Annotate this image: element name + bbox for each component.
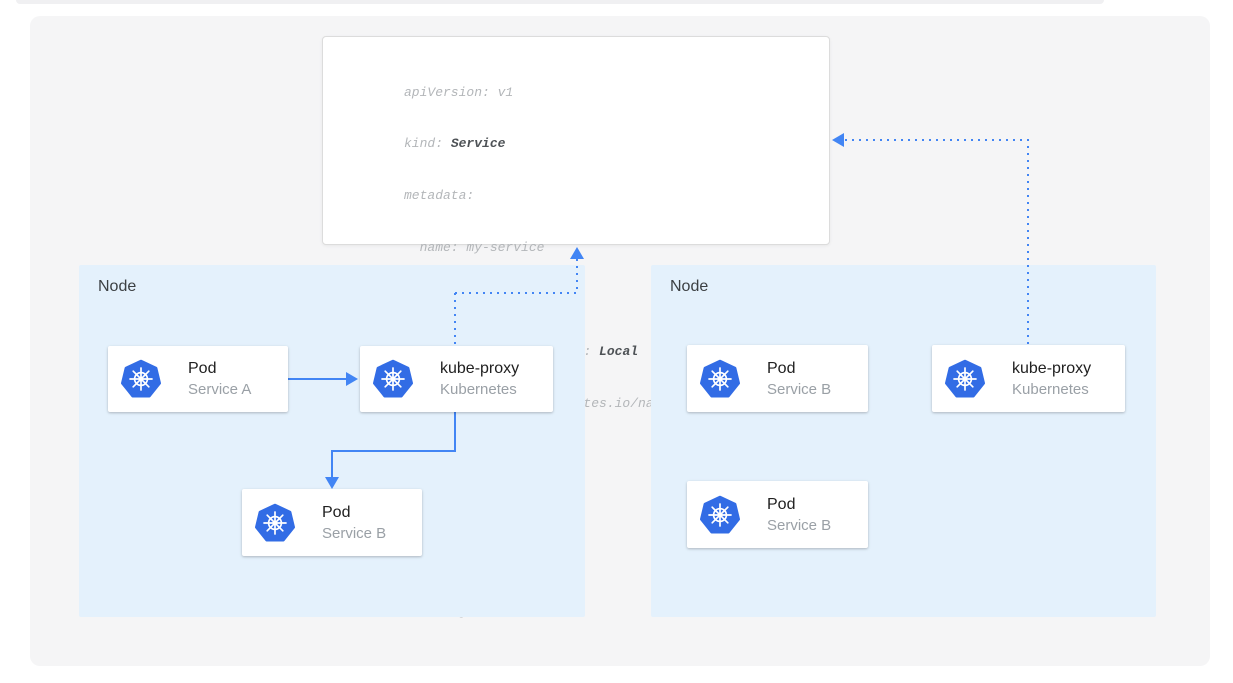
kubernetes-icon — [121, 359, 161, 398]
kubernetes-icon — [945, 359, 985, 397]
node-box-left: Node — [79, 265, 585, 617]
arrow-kubeproxy-to-pod-b-seg3 — [331, 450, 333, 478]
kubernetes-icon — [255, 503, 295, 541]
card-pod-service-b-right-bottom: Pod Service B — [687, 481, 868, 548]
dotted-right-kubeproxy-to-yaml-seg2 — [845, 139, 1029, 141]
card-subtitle: Service B — [767, 380, 832, 398]
card-subtitle: Kubernetes — [440, 381, 517, 398]
card-title: Pod — [767, 495, 796, 513]
card-title: Pod — [188, 360, 217, 377]
card-title: kube-proxy — [1012, 359, 1092, 377]
node-box-right: Node — [651, 265, 1156, 617]
card-kube-proxy-right: kube-proxy Kubernetes — [932, 345, 1125, 412]
dotted-right-kubeproxy-to-yaml-seg1 — [1027, 139, 1029, 345]
arrow-kubeproxy-to-pod-b-head — [325, 477, 339, 489]
arrow-kubeproxy-to-pod-b-seg2 — [331, 450, 456, 452]
kubernetes-icon — [700, 359, 740, 397]
card-kube-proxy-left: kube-proxy Kubernetes — [360, 346, 553, 412]
dotted-left-kubeproxy-to-yaml-seg3 — [576, 259, 578, 293]
card-pod-service-b-left: Pod Service B — [242, 489, 422, 556]
card-subtitle: Service A — [188, 381, 252, 398]
kubernetes-icon — [373, 359, 413, 398]
dotted-left-kubeproxy-to-yaml-seg1 — [454, 293, 456, 345]
arrow-pod-a-to-kubeproxy-head — [346, 372, 358, 386]
top-edge-bar — [16, 0, 1104, 4]
dotted-right-kubeproxy-to-yaml-head — [832, 133, 844, 147]
yaml-line: apiVersion: v1 — [404, 84, 514, 100]
yaml-line: kind: Service — [404, 136, 506, 152]
dotted-left-kubeproxy-to-yaml-seg2 — [455, 292, 578, 294]
card-pod-service-a: Pod Service A — [108, 346, 288, 412]
node-label: Node — [98, 278, 137, 295]
arrow-pod-a-to-kubeproxy-line — [288, 378, 346, 380]
arrow-kubeproxy-to-pod-b-seg1 — [454, 412, 456, 452]
card-title: Pod — [322, 503, 351, 521]
card-subtitle: Service B — [322, 524, 387, 542]
card-title: kube-proxy — [440, 360, 520, 377]
node-label: Node — [670, 278, 709, 295]
card-subtitle: Service B — [767, 516, 832, 534]
kubernetes-icon — [700, 495, 740, 533]
yaml-line: name: my-service — [404, 240, 545, 256]
card-title: Pod — [767, 359, 796, 377]
yaml-line: metadata: — [404, 188, 475, 204]
service-yaml-card: apiVersion: v1 kind: Service metadata: n… — [322, 36, 830, 619]
card-pod-service-b-right-top: Pod Service B — [687, 345, 868, 412]
card-subtitle: Kubernetes — [1012, 380, 1089, 398]
dotted-left-kubeproxy-to-yaml-head — [570, 247, 584, 259]
